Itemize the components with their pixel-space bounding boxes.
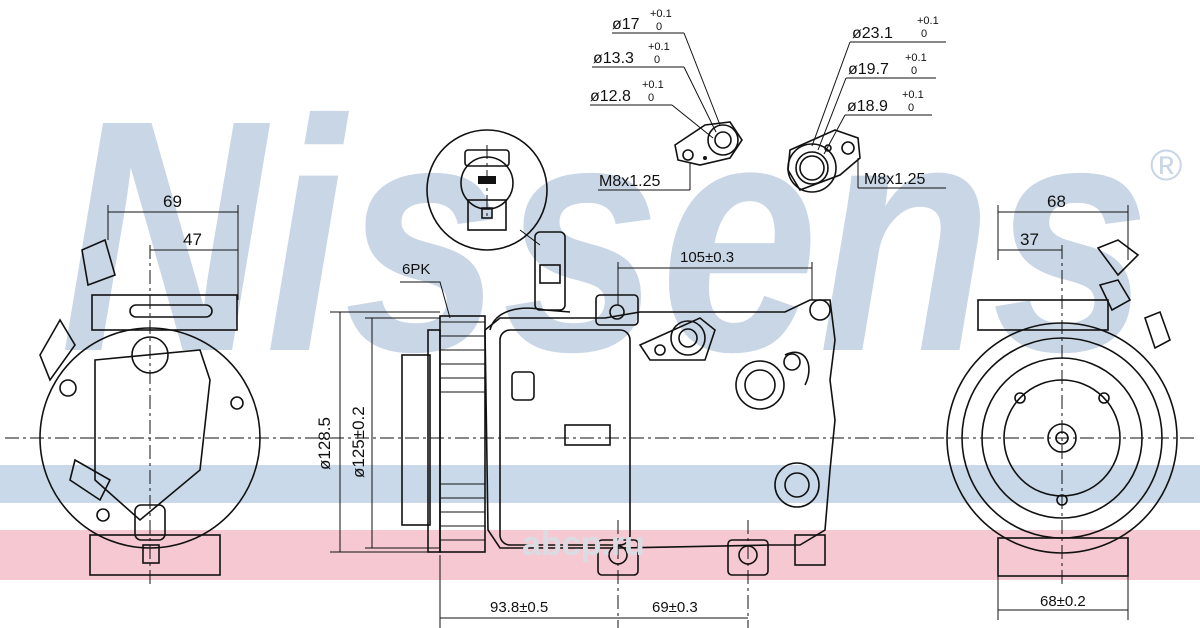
suction-d2: ø13.3 (593, 50, 634, 67)
left-dim-47: 47 (183, 230, 202, 249)
belt-label: 6PK (402, 261, 430, 278)
right-view: 68 37 68±0.2 (946, 192, 1178, 620)
dim-pulley-diameter: ø125±0.2 (349, 406, 368, 478)
suction-d2-tol: +0.1 (648, 41, 670, 53)
suction-d1-tol0: 0 (656, 21, 662, 33)
discharge-d2-tol: +0.1 (905, 52, 927, 64)
side-view: 6PK ø128.5 ø125±0.2 (315, 231, 836, 628)
discharge-d1-tol0: 0 (921, 28, 927, 40)
connector-detail (426, 129, 548, 251)
suction-d1-tol: +0.1 (650, 8, 672, 20)
blue-band (0, 465, 1200, 503)
suction-d3: ø12.8 (590, 88, 631, 105)
suction-d2-tol0: 0 (654, 54, 660, 66)
right-dim-37: 37 (1020, 230, 1039, 249)
suction-d3-tol0: 0 (648, 92, 654, 104)
left-view: 69 47 (39, 192, 261, 585)
suction-port-callout (590, 32, 743, 191)
discharge-port-callout (787, 41, 946, 193)
dim-105: 105±0.3 (680, 249, 734, 266)
suction-d3-tol: +0.1 (642, 79, 664, 91)
right-dim-68: 68 (1047, 192, 1066, 211)
discharge-d2: ø19.7 (848, 61, 889, 78)
discharge-d1-tol: +0.1 (917, 15, 939, 27)
suction-thread: M8x1.25 (599, 173, 660, 190)
discharge-d3: ø18.9 (847, 98, 888, 115)
abcp-logo-text: abcp.ru (522, 525, 645, 563)
dim-69: 69±0.3 (652, 599, 698, 616)
discharge-thread: M8x1.25 (864, 171, 925, 188)
left-dim-69: 69 (163, 192, 182, 211)
watermark-text: Nissens (60, 51, 1150, 420)
registered-mark: ® (1150, 141, 1182, 190)
discharge-d3-tol: +0.1 (902, 89, 924, 101)
discharge-d2-tol0: 0 (911, 65, 917, 77)
discharge-d1: ø23.1 (852, 25, 893, 42)
dim-outer-diameter: ø128.5 (315, 417, 334, 470)
suction-d1: ø17 (612, 16, 640, 33)
right-dim-68-bottom: 68±0.2 (1040, 593, 1086, 610)
abcp-logo: abcp.ru (522, 525, 645, 563)
dim-93-8: 93.8±0.5 (490, 599, 548, 616)
discharge-d3-tol0: 0 (908, 102, 914, 114)
